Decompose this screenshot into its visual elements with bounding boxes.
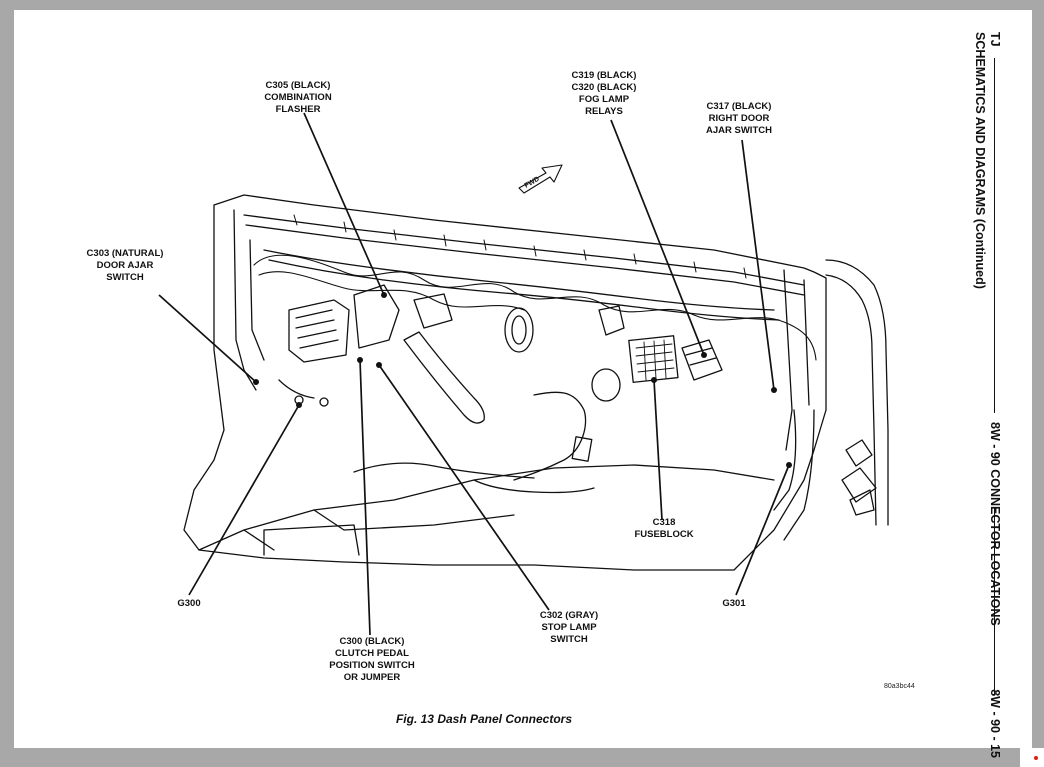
leader-c305 xyxy=(303,112,385,296)
right-panel-bracket xyxy=(845,439,873,467)
leader-c318 xyxy=(653,379,663,521)
callout-c300: C300 (BLACK) CLUTCH PEDAL POSITION SWITC… xyxy=(312,636,432,684)
callout-c318: C318 FUSEBLOCK xyxy=(619,517,709,541)
callout-line: G300 xyxy=(177,598,201,609)
callout-line: STOP LAMP xyxy=(541,622,597,633)
callout-line: SWITCH xyxy=(550,634,588,645)
callout-line: C303 (NATURAL) xyxy=(86,248,164,259)
leader-c302 xyxy=(378,364,550,611)
fog-lamp-relays xyxy=(681,339,723,381)
header-page-number: 8W - 90 - 15 xyxy=(988,689,1002,758)
header-model: TJ xyxy=(988,32,1002,47)
callout-line: AJAR SWITCH xyxy=(706,125,772,136)
callout-line: RELAYS xyxy=(585,106,623,117)
leader-c319 xyxy=(610,119,705,356)
dash-panel-outline xyxy=(183,194,827,571)
header-rule-right xyxy=(994,508,995,694)
leader-c303 xyxy=(158,294,257,383)
figure-caption: Fig. 13 Dash Panel Connectors xyxy=(395,712,573,726)
callout-line: C320 (BLACK) xyxy=(571,82,637,93)
callout-line: RIGHT DOOR xyxy=(708,113,770,124)
callout-line: FUSEBLOCK xyxy=(634,529,694,540)
callout-line: OR JUMPER xyxy=(343,672,401,683)
callout-line: COMBINATION xyxy=(264,92,332,103)
callout-c302: C302 (GRAY) STOP LAMP SWITCH xyxy=(519,610,619,646)
callout-line: POSITION SWITCH xyxy=(329,660,415,671)
dash-top-rail xyxy=(243,214,805,286)
flasher-box xyxy=(288,299,350,363)
callout-line: FLASHER xyxy=(275,104,321,115)
callout-c303: C303 (NATURAL) DOOR AJAR SWITCH xyxy=(70,248,180,284)
pedal-slot xyxy=(403,331,485,424)
page-corner xyxy=(1020,748,1044,767)
callout-line: C318 xyxy=(652,517,676,528)
callout-line: C300 (BLACK) xyxy=(339,636,405,647)
callout-line: DOOR AJAR xyxy=(96,260,154,271)
cross-bar xyxy=(263,249,775,311)
manual-page: FWD C305 (BLACK) COMBINATION FLASHER C31… xyxy=(14,10,1032,758)
callout-line: C319 (BLACK) xyxy=(571,70,637,81)
callout-line: CLUTCH PEDAL xyxy=(335,648,409,659)
callout-line: C302 (GRAY) xyxy=(539,610,599,621)
fuseblock xyxy=(628,335,679,383)
callout-g300: G300 xyxy=(159,598,219,610)
wiring-harness xyxy=(253,254,817,361)
figure-code: 80a3bc44 xyxy=(884,683,915,690)
callout-line: C317 (BLACK) xyxy=(706,101,772,112)
callout-c319: C319 (BLACK) C320 (BLACK) FOG LAMP RELAY… xyxy=(554,70,654,118)
callout-line: FOG LAMP xyxy=(578,94,630,105)
leader-c300 xyxy=(359,359,371,636)
leader-c317 xyxy=(741,139,775,391)
corner-mark xyxy=(1034,756,1038,760)
callout-line: G301 xyxy=(722,598,746,609)
callout-c305: C305 (BLACK) COMBINATION FLASHER xyxy=(248,80,348,116)
dash-panel-drawing: FWD xyxy=(158,112,889,636)
leader-g301 xyxy=(735,464,790,596)
header-subtitle: SCHEMATICS AND DIAGRAMS (Continued) xyxy=(973,32,987,289)
header-section-title: 8W - 90 CONNECTOR LOCATIONS xyxy=(988,422,1002,626)
right-body-panel xyxy=(825,259,889,526)
page-header: TJ 8W - 90 CONNECTOR LOCATIONS 8W - 90 -… xyxy=(972,32,1002,758)
callout-line: SWITCH xyxy=(106,272,144,283)
callout-g301: G301 xyxy=(704,598,764,610)
leader-g300 xyxy=(188,404,300,596)
callout-c317: C317 (BLACK) RIGHT DOOR AJAR SWITCH xyxy=(689,101,789,137)
callout-line: C305 (BLACK) xyxy=(265,80,331,91)
fwd-arrow xyxy=(518,164,563,194)
header-rule-left xyxy=(994,58,995,413)
